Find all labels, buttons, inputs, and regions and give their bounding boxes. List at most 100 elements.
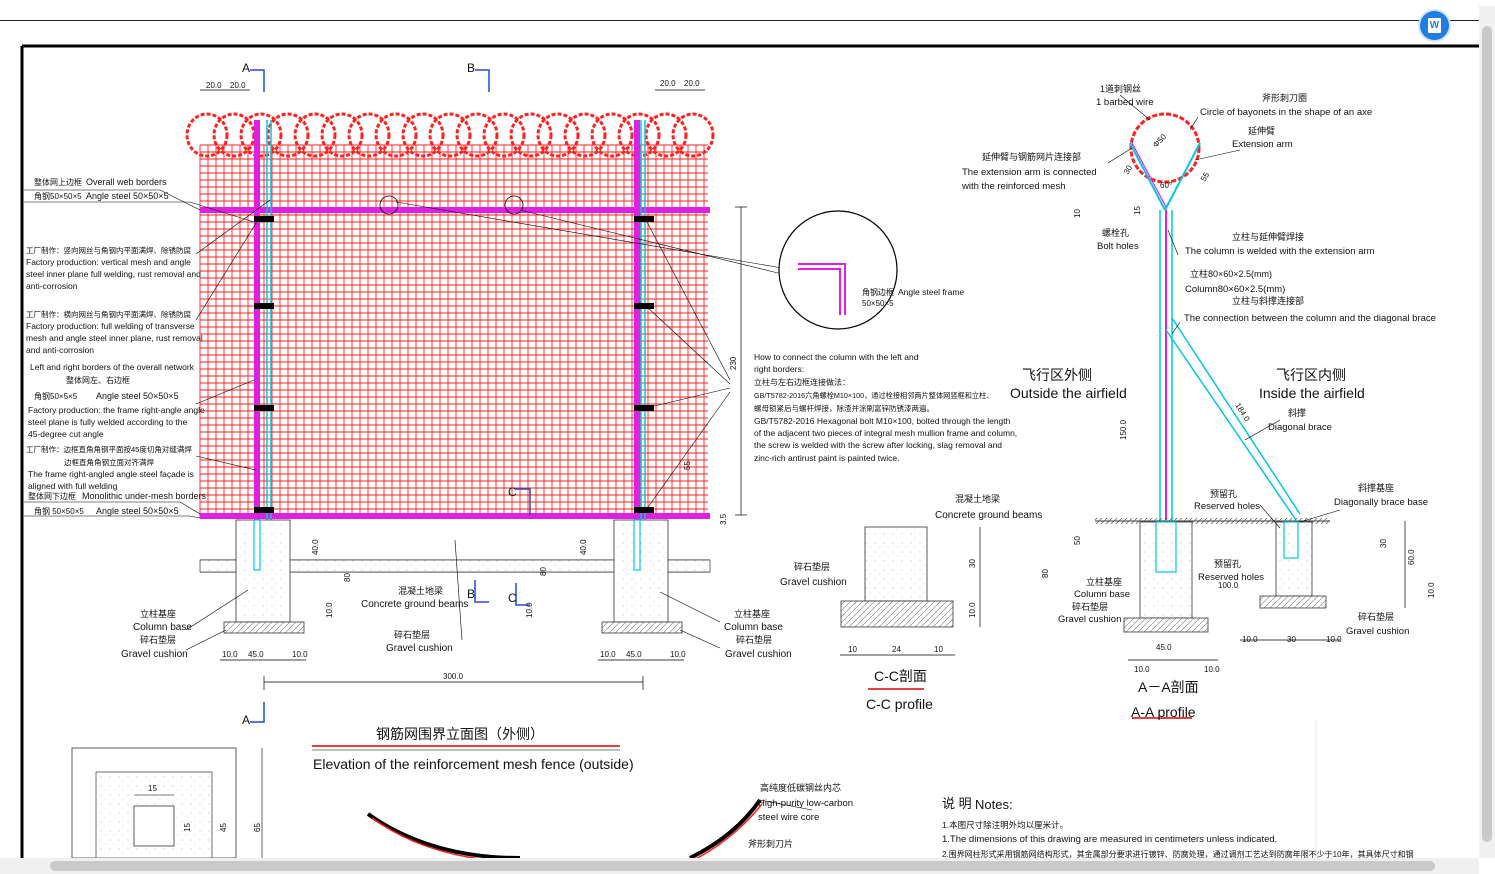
connection-bolts — [254, 216, 654, 513]
svg-text:1.The dimensions of this drawi: 1.The dimensions of this drawing are mea… — [942, 834, 1277, 845]
svg-text:Concrete ground beams: Concrete ground beams — [935, 510, 1042, 521]
svg-text:20.0: 20.0 — [206, 81, 222, 90]
gravel-left — [223, 621, 305, 634]
svg-text:15: 15 — [183, 823, 192, 832]
svg-text:10: 10 — [848, 645, 857, 654]
svg-text:Bolt holes: Bolt holes — [1097, 241, 1139, 252]
svg-text:飞行区内侧: 飞行区内侧 — [1276, 367, 1346, 383]
section-mark-b-top: B — [467, 61, 475, 75]
svg-text:55: 55 — [683, 461, 692, 470]
svg-text:碎石垫层: 碎石垫层 — [736, 634, 772, 645]
svg-text:80: 80 — [343, 573, 352, 582]
svg-text:飞行区外侧: 飞行区外侧 — [1022, 367, 1092, 383]
svg-text:10.0: 10.0 — [1242, 635, 1258, 644]
svg-text:24: 24 — [892, 645, 901, 654]
svg-text:斧形刺刀片: 斧形刺刀片 — [748, 838, 793, 849]
svg-text:45.0: 45.0 — [248, 650, 264, 659]
svg-text:10.0: 10.0 — [222, 650, 238, 659]
svg-text:整体网下边框: 整体网下边框 — [28, 491, 76, 501]
vertical-scrollbar[interactable] — [1479, 6, 1495, 858]
aa-title-en: A-A profile — [1131, 704, 1196, 720]
svg-text:zinc-rich antirust paint is pa: zinc-rich antirust paint is painted twic… — [754, 453, 900, 463]
svg-text:184.0: 184.0 — [1233, 401, 1252, 423]
top-frame — [200, 207, 710, 213]
svg-text:40.0: 40.0 — [311, 539, 320, 555]
svg-text:螺栓孔: 螺栓孔 — [1102, 227, 1129, 238]
svg-text:steel plane is fully welded ac: steel plane is fully welded according to… — [28, 417, 188, 427]
svg-text:10: 10 — [934, 645, 943, 654]
svg-text:of the adjacent two pieces of: of the adjacent two pieces of integral m… — [754, 428, 1017, 438]
svg-text:230: 230 — [729, 356, 738, 370]
svg-text:The connection between the col: The connection between the column and th… — [1184, 313, 1436, 324]
svg-text:Gravel cushion: Gravel cushion — [725, 649, 792, 660]
svg-text:立柱与左右边框连接做法：: 立柱与左右边框连接做法： — [754, 377, 850, 387]
svg-text:Angle steel frame: Angle steel frame — [898, 287, 964, 297]
svg-text:角钢50×5×5: 角钢50×5×5 — [34, 391, 78, 401]
word-icon: W — [1428, 18, 1441, 33]
svg-text:10: 10 — [1073, 209, 1082, 218]
left-frame — [254, 120, 260, 520]
svg-text:Overall web borders: Overall web borders — [86, 177, 167, 187]
svg-text:steel inner plane full welding: steel inner plane full welding, rust rem… — [26, 269, 201, 279]
svg-text:The extension arm is connected: The extension arm is connected — [962, 167, 1097, 178]
gravel-right — [601, 621, 683, 634]
svg-text:1 barbed wire: 1 barbed wire — [1096, 97, 1154, 108]
svg-text:45.0: 45.0 — [626, 650, 642, 659]
horizontal-scroll-thumb[interactable] — [50, 861, 1435, 871]
svg-text:20.0: 20.0 — [230, 81, 246, 90]
svg-text:10.0: 10.0 — [325, 602, 334, 618]
svg-text:The column is welded with the: The column is welded with the extension … — [1185, 246, 1375, 257]
svg-text:300.0: 300.0 — [443, 672, 464, 681]
svg-text:立柱与延伸臂焊接: 立柱与延伸臂焊接 — [1232, 231, 1304, 242]
svg-text:Factory production: full weldi: Factory production: full welding of tran… — [26, 321, 195, 331]
razor-wire-right — [689, 798, 762, 858]
svg-text:40.0: 40.0 — [579, 539, 588, 555]
svg-text:碎石垫层: 碎石垫层 — [394, 629, 430, 640]
svg-text:Factory production: the frame: Factory production: the frame right-angl… — [28, 405, 205, 415]
svg-text:50: 50 — [1073, 536, 1082, 545]
svg-text:Column base: Column base — [724, 622, 783, 633]
svg-text:15: 15 — [148, 784, 157, 793]
svg-text:10.0: 10.0 — [292, 650, 308, 659]
svg-text:45: 45 — [219, 823, 228, 832]
aa-extension-arm-left — [1129, 142, 1166, 211]
section-mark-c-bot: C — [508, 591, 517, 605]
svg-text:斜撑基座: 斜撑基座 — [1358, 482, 1394, 493]
svg-text:right borders:: right borders: — [754, 364, 804, 374]
svg-text:60°: 60° — [1160, 181, 1172, 190]
svg-text:How to connect the column with: How to connect the column with the left … — [754, 352, 919, 362]
reinforcement-mesh — [199, 144, 708, 518]
svg-text:80: 80 — [1041, 569, 1050, 578]
svg-text:Left and right borders of the: Left and right borders of the overall ne… — [30, 362, 195, 372]
viewer-toolbar — [0, 0, 1495, 21]
svg-text:立柱基座: 立柱基座 — [140, 608, 176, 619]
svg-text:1.本图尺寸除注明外均以厘米计。: 1.本图尺寸除注明外均以厘米计。 — [942, 820, 1068, 830]
aa-title-cn: A－A剖面 — [1138, 679, 1199, 695]
main-title-cn: 钢筋网围界立面图（外侧） — [376, 726, 544, 742]
notes-heading-cn: 说 明 — [942, 796, 972, 811]
svg-text:anti-corrosion: anti-corrosion — [26, 281, 78, 291]
svg-text:150.0: 150.0 — [1119, 419, 1128, 440]
razor-wire-left — [366, 812, 521, 858]
horizontal-scrollbar[interactable] — [0, 858, 1479, 874]
svg-text:65: 65 — [253, 823, 262, 832]
svg-text:55: 55 — [1199, 170, 1212, 183]
svg-text:碎石垫层: 碎石垫层 — [794, 561, 830, 572]
svg-text:and anti-corrosion: and anti-corrosion — [26, 345, 94, 355]
column-base-right — [613, 519, 669, 623]
bottom-frame — [200, 513, 710, 519]
download-word-button[interactable]: W — [1420, 11, 1449, 40]
svg-text:工厂制作：边框直角角钢平面按45度切角对缝满焊: 工厂制作：边框直角角钢平面按45度切角对缝满焊 — [26, 444, 192, 454]
svg-text:斧形刺刀圈: 斧形刺刀圈 — [1262, 92, 1307, 103]
svg-text:10.0: 10.0 — [670, 650, 686, 659]
svg-text:Angle steel 50×50×5: Angle steel 50×50×5 — [86, 191, 169, 201]
svg-text:Column80×60×2.5(mm): Column80×60×2.5(mm) — [1185, 284, 1285, 295]
vertical-scroll-thumb[interactable] — [1482, 26, 1492, 842]
svg-text:20.0: 20.0 — [660, 79, 676, 88]
cc-concrete-beam — [864, 526, 928, 602]
svg-text:Reserved holes: Reserved holes — [1194, 501, 1260, 512]
svg-text:steel wire core: steel wire core — [758, 812, 819, 823]
svg-text:10.0: 10.0 — [1427, 582, 1436, 598]
svg-text:Extension arm: Extension arm — [1232, 139, 1293, 150]
svg-text:角钢 50×50×5: 角钢 50×50×5 — [34, 506, 84, 516]
